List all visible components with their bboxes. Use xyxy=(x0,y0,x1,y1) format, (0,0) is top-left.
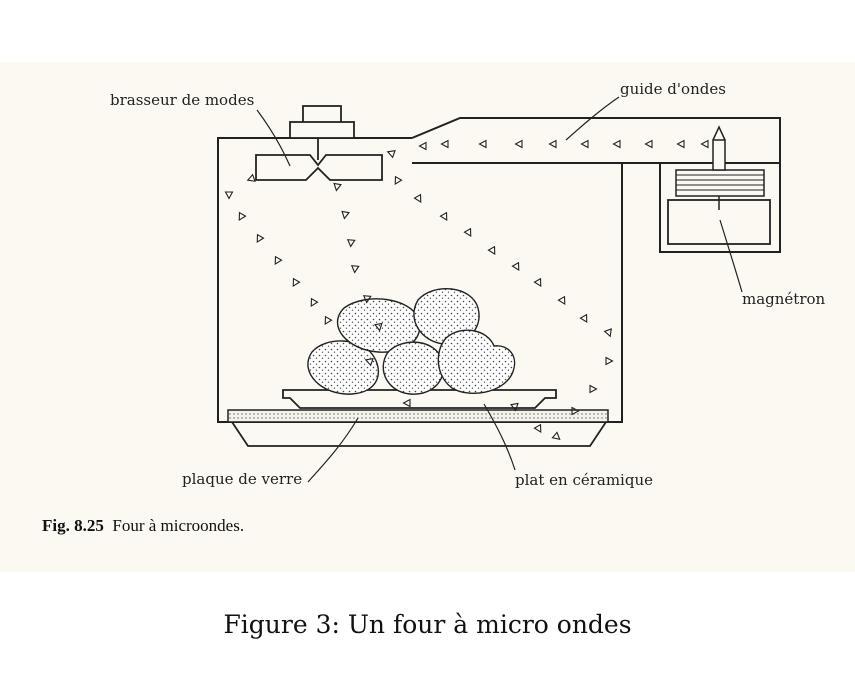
figure-caption: Figure 3: Un four à micro ondes xyxy=(223,610,632,639)
figure-title: Four à microondes. xyxy=(112,516,245,535)
mode-stirrer xyxy=(255,105,383,181)
figure-number: Fig. 8.25 xyxy=(42,516,104,535)
label-leader-lines xyxy=(256,96,743,483)
glass-plate xyxy=(227,409,609,447)
ceramic-dish-label: plat en céramique xyxy=(515,471,653,489)
magnetron-label: magnétron xyxy=(742,290,826,308)
glass-plate-label: plaque de verre xyxy=(182,470,303,488)
figure-number-title: Fig. 8.25 Four à microondes. xyxy=(42,516,244,536)
mode-stirrer-label: brasseur de modes xyxy=(110,91,255,109)
food-potatoes xyxy=(307,288,516,395)
waveguide-label: guide d'ondes xyxy=(620,80,726,98)
magnetron-unit xyxy=(622,125,781,253)
oven-cavity xyxy=(217,137,623,423)
